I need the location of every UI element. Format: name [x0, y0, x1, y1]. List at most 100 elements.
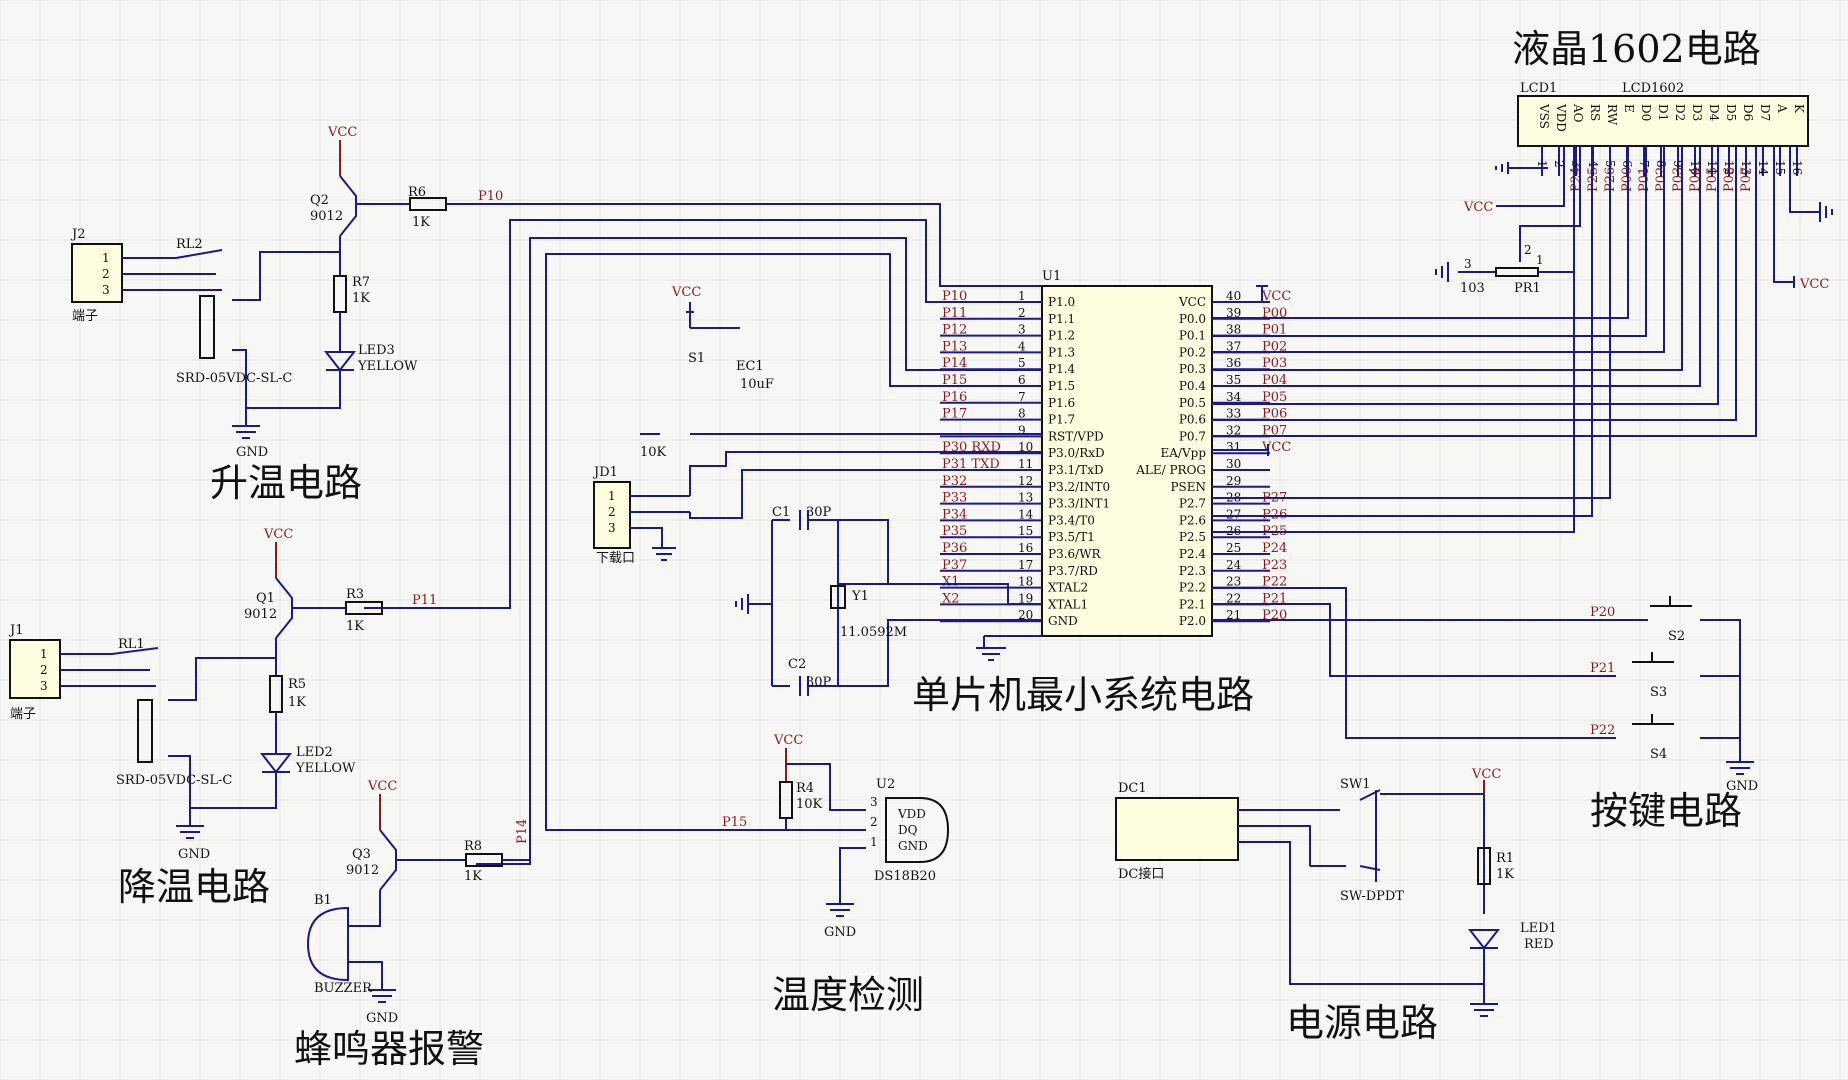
- lcd-net-label: P02: [1654, 167, 1669, 192]
- lcd-pins: VSS1VDD2AO3RS4RW5E6D07D18D29D310D411D512…: [1535, 103, 1806, 192]
- lcd-ref: LCD1: [1520, 81, 1557, 96]
- temp-circuit-title: 温度检测: [772, 973, 924, 1017]
- r1-ref: R1: [1496, 851, 1514, 866]
- temp-ground-symbol: [826, 903, 854, 917]
- led2-diode: [190, 712, 293, 809]
- cool-ground: [168, 755, 204, 839]
- mcu-left-net-label: P34: [942, 507, 967, 522]
- u2-pin-num3: 3: [870, 795, 878, 809]
- lcd-value: LCD1602: [1622, 81, 1684, 96]
- key-net-p21: P21: [1590, 661, 1615, 676]
- lcd-pin-number: 16: [1790, 160, 1804, 175]
- mcu-left-pin-label: RST/VPD: [1048, 429, 1104, 443]
- lcd-pin-number: 15: [1773, 160, 1787, 175]
- key-s2-button[interactable]: [1650, 596, 1692, 607]
- mcu-left-pin-number: 16: [1018, 541, 1033, 555]
- mcu-right-pin-label: EA/Vpp: [1161, 446, 1207, 460]
- buzzer-value: BUZZER: [314, 981, 373, 996]
- r7-ref: R7: [352, 275, 370, 290]
- p15-net-label: P15: [722, 815, 747, 830]
- mcu-left-pin-number: 4: [1018, 339, 1026, 353]
- mcu-left-net-label: X2: [942, 591, 960, 606]
- led2-value: YELLOW: [295, 761, 356, 776]
- mcu-right-pin-number: 34: [1226, 390, 1242, 404]
- r1-value: 1K: [1496, 867, 1514, 882]
- mcu-right-pin-number: 39: [1226, 306, 1241, 320]
- lcd-pin-number: 10: [1688, 160, 1702, 175]
- mcu-right-pin-label: VCC: [1178, 295, 1206, 309]
- u2-value: DS18B20: [874, 869, 936, 884]
- mcu-left-pin-label: GND: [1048, 614, 1078, 628]
- p10-wire: [446, 203, 1042, 287]
- ea-vcc-wire: [1212, 444, 1269, 456]
- mcu-right-pin-label: P2.2: [1179, 581, 1206, 595]
- mcu-right-pin-number: 30: [1226, 457, 1241, 471]
- mcu-right-net-label: P03: [1262, 356, 1287, 371]
- mcu-left-pin-label: P1.3: [1048, 345, 1075, 359]
- mcu-right-net-label: P05: [1262, 390, 1287, 405]
- r5-ref: R5: [288, 677, 306, 692]
- j2-pin3: 3: [102, 283, 110, 297]
- u2-pin-gnd: GND: [898, 839, 928, 853]
- mcu-right-pin-number: 22: [1226, 591, 1241, 605]
- mcu-right-pin-label: P0.5: [1179, 396, 1206, 410]
- p10-net-label: P10: [478, 189, 503, 204]
- heat-ground: [232, 349, 260, 439]
- rl1-value: SRD-05VDC-SL-C: [116, 773, 232, 788]
- mcu-left-pin-label: P1.6: [1048, 396, 1075, 410]
- mcu-left-net-label: P15: [942, 373, 967, 388]
- lcd-pin-label: D4: [1707, 104, 1721, 122]
- dc-wires: [1238, 809, 1484, 985]
- mcu-right-pin-number: 24: [1226, 558, 1242, 572]
- rl2-relay-coil: [199, 295, 215, 359]
- buzzer-wires: [348, 925, 396, 1003]
- lcd-net-label: P06: [1722, 167, 1737, 192]
- mcu-left-pin-number: 3: [1018, 323, 1026, 337]
- key-wires: [1212, 587, 1754, 775]
- key-s4-button[interactable]: [1632, 714, 1674, 725]
- mcu-right-net-label: VCC: [1261, 289, 1291, 304]
- p0-bus: [1212, 146, 1757, 533]
- lcd-pin-label: D2: [1673, 104, 1687, 121]
- mcu-right-net-label: P23: [1262, 558, 1287, 573]
- q3-value: 9012: [346, 863, 379, 878]
- mcu-left-pin-number: 12: [1018, 474, 1033, 488]
- mcu-right-pin-label: P0.7: [1179, 429, 1206, 443]
- u2-pin-dq: DQ: [898, 823, 918, 837]
- mcu-right-pin-number: 36: [1226, 356, 1241, 370]
- mcu-vcc-wire: [1212, 285, 1268, 303]
- temp-gnd-label: GND: [824, 925, 856, 940]
- reset-resistor-value: 10K: [640, 445, 667, 460]
- lcd-pin-label: D0: [1639, 104, 1653, 121]
- pot-pin1: 1: [1536, 253, 1544, 267]
- mcu-left-pin-number: 14: [1018, 507, 1034, 521]
- mcu-circuit-title: 单片机最小系统电路: [912, 673, 1254, 717]
- cool-circuit-title: 降温电路: [118, 865, 270, 909]
- lcd-ground-symbol: [1495, 162, 1548, 174]
- mcu-right-pin-label: P0.4: [1179, 379, 1207, 393]
- pot-pin2: 2: [1524, 243, 1532, 257]
- lcd-pin-number: 1: [1535, 160, 1549, 168]
- p14-wire: [476, 237, 1042, 865]
- mcu-left-pin-number: 10: [1018, 440, 1033, 454]
- pot-ref: PR1: [1514, 281, 1541, 296]
- rl1-relay-coil: [137, 699, 153, 763]
- heat-circuit: VCC Q2 9012 R6 1K P10 R7 1K LED3 YELLOW …: [70, 125, 1042, 460]
- lcd-pin-label: VSS: [1537, 103, 1551, 129]
- mcu-left-net-label: P36: [942, 541, 967, 556]
- heat-circuit-title: 升温电路: [210, 461, 362, 505]
- jd1-pin2: 2: [608, 505, 616, 519]
- mcu-left-pin-number: 18: [1018, 575, 1033, 589]
- r4-value: 10K: [796, 797, 823, 812]
- lcd-pin-label: RW: [1605, 104, 1619, 126]
- c1-ref: C1: [772, 505, 790, 520]
- crystal-ref: Y1: [851, 589, 869, 604]
- mcu-right-net-label: P26: [1262, 507, 1287, 522]
- key-s3-button[interactable]: [1632, 652, 1674, 663]
- mcu-left-net-label: P17: [942, 407, 967, 422]
- r7-resistor: [333, 275, 347, 313]
- jd1-label: 下载口: [596, 551, 635, 566]
- mcu-right-pin-label: P2.5: [1179, 530, 1206, 544]
- j1-pin2: 2: [40, 663, 48, 677]
- lcd-pin-number: 12: [1722, 160, 1736, 175]
